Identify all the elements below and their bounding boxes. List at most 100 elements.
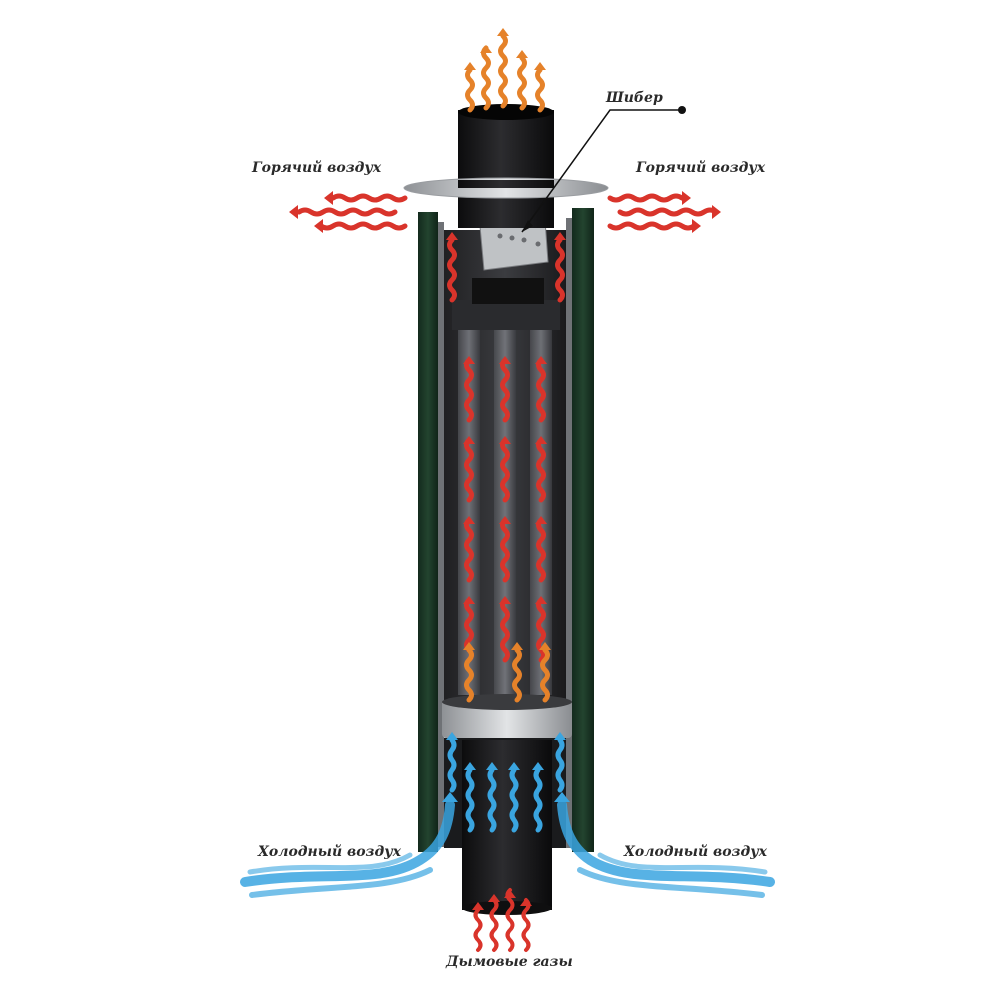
cold-flow-arrow [487, 767, 497, 833]
cold-flow-arrow-head [446, 732, 458, 740]
hot-air-arrow-right [607, 193, 685, 203]
cold-flow-arrow-head [532, 762, 544, 770]
cold-flow-arrow [447, 737, 457, 793]
hot-flow-arrow [464, 437, 474, 503]
exhaust-arrow-head [480, 45, 492, 53]
cold-flow-arrow [465, 767, 475, 833]
exhaust-arrow [535, 67, 545, 113]
hot-flow-arrow [555, 237, 565, 303]
exhaust-arrow-head [497, 28, 509, 36]
casing-left-wall [418, 212, 438, 852]
warm-flow-arrow [540, 647, 550, 703]
hot-air-arrow-left [330, 193, 408, 203]
hot-air-arrow-right [617, 207, 719, 217]
flue-gas-arrow [521, 898, 531, 952]
flue-gas-arrow-head [504, 890, 516, 898]
cold-air-stream [247, 852, 413, 875]
hot-flow-arrow-head [499, 356, 511, 364]
hot-flow-arrow-head [463, 596, 475, 604]
exhaust-arrow-head [534, 62, 546, 70]
damper-housing [472, 278, 544, 304]
outer-casing [418, 208, 594, 852]
hot-flow-arrow-head [463, 436, 475, 444]
hot-flow-arrow-head [463, 516, 475, 524]
exhaust-arrow [517, 55, 527, 111]
hot-air-arrow-right-head [692, 219, 701, 233]
flue-gas-arrow-head [520, 898, 532, 906]
exhaust-arrows [464, 28, 546, 113]
cold-flow-arrow-head [554, 732, 566, 740]
cold-air-stream [557, 800, 775, 887]
cold-air-arrows [240, 732, 775, 898]
warm-flow-arrow-head [463, 642, 475, 650]
flue-gases-label: Дымовые газы [446, 954, 573, 970]
cold-flow-arrow-head [508, 762, 520, 770]
hot-air-arrow-right-head [682, 191, 691, 205]
flue-gas-arrows [472, 888, 532, 952]
flue-gas-arrow-head [488, 894, 500, 902]
hot-flow-arrow-head [535, 356, 547, 364]
hot-flow-arrow-head [535, 596, 547, 604]
exhaust-arrow [498, 33, 508, 109]
cold-flow-arrow [509, 767, 519, 833]
exhaust-arrow-head [464, 62, 476, 70]
warm-flow-arrow-head [511, 642, 523, 650]
hot-flow-arrow [447, 237, 457, 303]
hot-flow-arrow [536, 357, 546, 423]
hot-flow-arrow [464, 357, 474, 423]
cold-flow-arrow-head [464, 762, 476, 770]
cold-air-head [554, 792, 570, 802]
cold-air-head [442, 792, 458, 802]
cold-air-stream [249, 867, 433, 898]
warm-flow-arrow [512, 647, 522, 703]
exhaust-arrow [481, 45, 491, 111]
hot-air-arrow-left-head [314, 219, 323, 233]
hot-flow-arrow-head [499, 516, 511, 524]
hot-air-arrow-right [607, 221, 697, 231]
hot-flow-arrow-head [535, 516, 547, 524]
hot-air-arrow-left [318, 221, 408, 231]
hot-air-left-label: Горячий воздух [252, 160, 382, 176]
hot-flow-arrow-head [499, 436, 511, 444]
hot-flow-arrow [500, 357, 510, 423]
hot-flow-arrow [464, 517, 474, 583]
flue-gas-arrow [473, 908, 483, 952]
hot-air-arrow-left-head [289, 205, 298, 219]
top-pipe-rim [458, 104, 554, 120]
hot-flow-arrow [500, 597, 510, 663]
cold-flow-arrow [555, 737, 565, 793]
flue-gas-arrow [505, 888, 515, 952]
hot-air-arrow-right-head [712, 205, 721, 219]
hot-air-arrow-left-head [324, 191, 333, 205]
exhaust-arrow [465, 67, 475, 113]
cold-flow-arrow-head [486, 762, 498, 770]
hot-air-arrow-left [296, 207, 398, 217]
cold-air-right-label: Холодный воздух [624, 844, 767, 860]
hot-flow-arrow [500, 437, 510, 503]
warm-flow-arrow-head [539, 642, 551, 650]
cold-flow-arrow [533, 767, 543, 833]
hot-flow-arrow [500, 517, 510, 583]
hot-flow-arrow-head [446, 232, 458, 240]
hot-flow-arrow-head [463, 356, 475, 364]
hot-air-right-label: Горячий воздух [636, 160, 766, 176]
warm-flow-arrow [464, 647, 474, 703]
casing-right-wall [572, 208, 594, 852]
lower-ring [442, 700, 572, 738]
hot-flow-arrow-head [554, 232, 566, 240]
damper-pointer [521, 106, 686, 233]
cold-air-stream [597, 852, 768, 875]
top-pipe [458, 110, 554, 228]
casing-right-inner [566, 218, 572, 848]
casing-left-inner [438, 222, 444, 847]
hot-air-arrows [289, 191, 721, 233]
flue-gas-arrow-head [472, 902, 484, 910]
cold-air-left-label: Холодный воздух [258, 844, 401, 860]
hot-flow-arrow-head [499, 596, 511, 604]
exhaust-arrow-head [516, 50, 528, 58]
cold-air-stream [577, 867, 765, 898]
hot-flow-arrow-head [535, 436, 547, 444]
inner-hot-arrows [446, 232, 566, 703]
hot-flow-arrow [536, 517, 546, 583]
damper-label: Шибер [606, 90, 663, 106]
